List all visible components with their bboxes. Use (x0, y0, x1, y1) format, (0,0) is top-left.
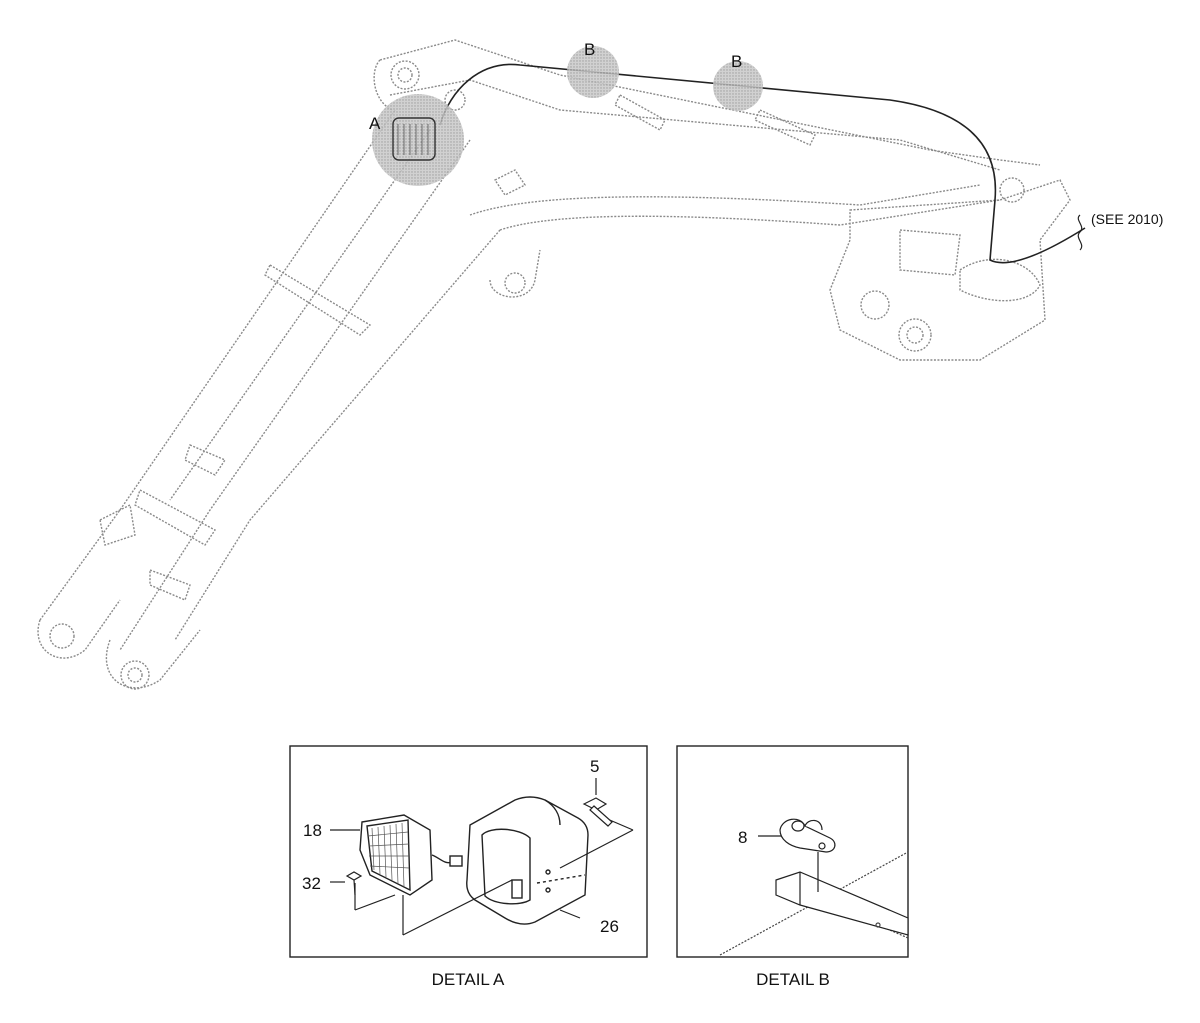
boom-plate-section (719, 851, 909, 956)
clamp-8 (758, 818, 836, 892)
detail-a-frame (289, 745, 648, 958)
reference-break-line (1077, 214, 1083, 251)
part-number-18: 18 (303, 821, 322, 840)
part-number-32: 32 (302, 874, 321, 893)
detail-a-callout: A (369, 94, 464, 186)
boom-assembly (37, 39, 1071, 690)
detail-a-caption: DETAIL A (432, 970, 505, 989)
detail-b-frame (676, 745, 909, 958)
screw-32 (345, 871, 363, 896)
reference-note: (SEE 2010) (1091, 211, 1163, 227)
part-number-26: 26 (600, 917, 619, 936)
detail-b-callout-left: B (567, 40, 619, 98)
bolt-5 (582, 778, 613, 827)
harness-cable (439, 63, 1086, 264)
part-number-8: 8 (738, 828, 747, 847)
detail-b-callout-right: B (713, 52, 763, 111)
work-lamp (359, 814, 463, 896)
part-number-5: 5 (590, 757, 599, 776)
callout-a-label: A (369, 114, 381, 133)
callout-b-left-label: B (584, 40, 595, 59)
lamp-guard (466, 796, 589, 925)
detail-b-caption: DETAIL B (756, 970, 830, 989)
callout-b-right-label: B (731, 52, 742, 71)
